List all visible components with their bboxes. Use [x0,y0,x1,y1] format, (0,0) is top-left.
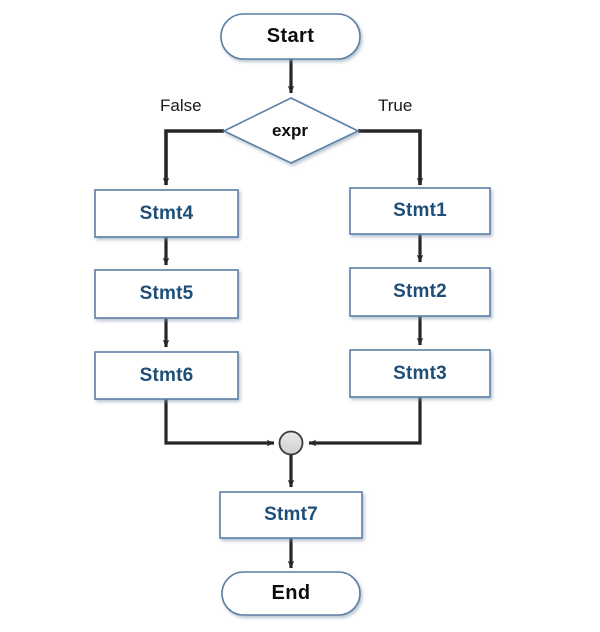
node-stmt4-shape [94,189,239,238]
edge-stmt6-to-merge [164,399,275,447]
node-stmt1-shape [349,187,491,235]
edge-true-to-stmt1 [358,129,424,186]
edge-stmt3-to-merge [308,397,422,447]
edge-false-to-stmt4 [162,129,224,186]
node-stmt7-shape [219,491,363,539]
node-stmt2-shape [349,267,491,317]
connector-group [162,58,424,569]
node-stmt6-shape [94,351,239,400]
edge-label-false: False [160,96,202,115]
node-start-shape [220,13,361,60]
node-stmt3-shape [349,349,491,398]
node-merge-junction-shape [278,430,304,456]
node-decision-shape [222,97,360,164]
node-end-shape [221,571,361,616]
node-stmt5-shape [94,269,239,319]
edge-label-true: True [378,96,413,115]
